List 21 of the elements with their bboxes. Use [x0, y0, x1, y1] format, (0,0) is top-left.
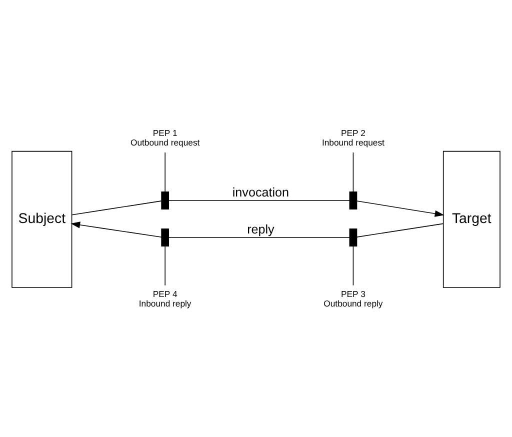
node-text: PEP 2 Inbound request: [322, 127, 384, 147]
node-bar: [349, 228, 358, 246]
arrow: [356, 200, 444, 216]
connector: [71, 200, 162, 215]
arrow: [70, 221, 162, 237]
edge-label: reply: [247, 222, 274, 236]
connector: [352, 152, 354, 192]
node-text: PEP 3 Outbound reply: [324, 288, 383, 308]
connector: [164, 152, 166, 192]
node-text: PEP 1 Outbound request: [130, 127, 200, 147]
connector: [168, 236, 350, 238]
node-text: PEP 4 Inbound reply: [138, 288, 192, 308]
connector: [164, 246, 166, 286]
connector: [356, 222, 444, 237]
node-bar: [161, 190, 170, 210]
node-bar: [349, 190, 358, 210]
node-bar: [161, 228, 170, 246]
connector: [352, 246, 354, 286]
node-box: Subject: [12, 150, 72, 288]
node-box: Target: [442, 150, 500, 288]
edge-label: invocation: [232, 184, 290, 199]
